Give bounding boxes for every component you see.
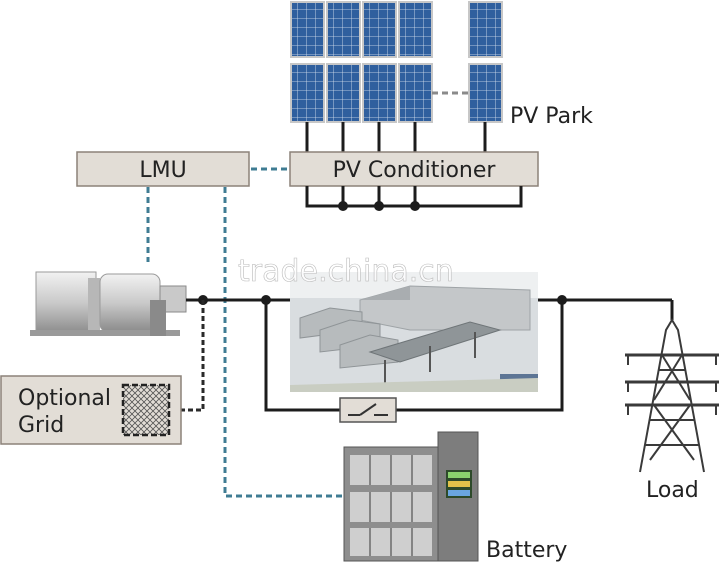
solar-panel-icon (398, 1, 433, 58)
solar-panel-icon (362, 1, 397, 58)
control-links (146, 167, 350, 498)
load-label: Load (646, 478, 699, 503)
building-icon (290, 272, 538, 392)
optional-grid-label-line1: Optional (18, 386, 111, 411)
solar-panel-icon (398, 63, 433, 123)
pylon-icon (625, 318, 719, 473)
optional-grid-label-line2: Grid (18, 413, 64, 438)
lmu-box (76, 151, 250, 187)
solar-panel-icon (362, 63, 397, 123)
watermark-text: trade.china.cn (238, 254, 454, 289)
lmu-label: LMU (139, 158, 186, 183)
grid-mesh-icon (121, 383, 171, 437)
solar-panel-icon (468, 1, 503, 58)
solar-panel-icon (326, 1, 361, 58)
panel-connections (305, 122, 487, 152)
solar-panel-icon (290, 63, 325, 123)
battery-rack-icon (343, 431, 479, 562)
switch-icon (339, 397, 397, 423)
generator-icon (30, 271, 187, 336)
solar-panel-icon (468, 63, 503, 123)
pv-park-label: PV Park (510, 104, 593, 129)
junction-dots (338, 201, 420, 211)
battery-label: Battery (486, 538, 567, 563)
solar-panel-icon (290, 1, 325, 58)
solar-panel-icon (326, 63, 361, 123)
solar-panel-array (290, 1, 503, 123)
pv-conditioner-label: PV Conditioner (333, 158, 497, 183)
